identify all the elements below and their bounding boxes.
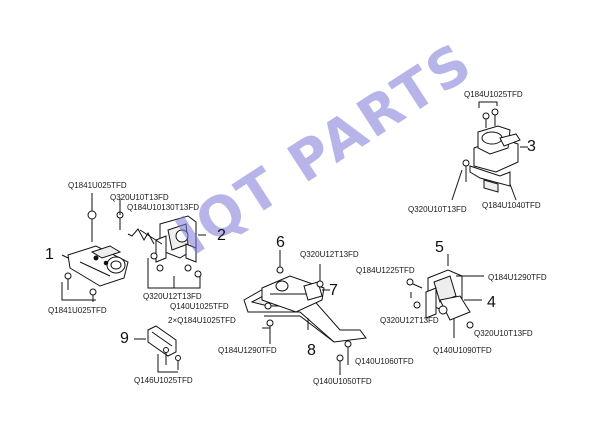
- part-4-5-transmission-mount: [407, 254, 484, 338]
- part-label-p8-a: Q140U1025TFD: [170, 302, 229, 311]
- part-label-p45-a: Q184U1225TFD: [356, 266, 415, 275]
- part-label-p3-right: Q184U1040TFD: [482, 201, 541, 210]
- part-label-p8-c: Q184U1290TFD: [218, 346, 277, 355]
- part-label-p67-a: Q320U12T13FD: [300, 250, 359, 259]
- callout-8: 8: [307, 342, 316, 359]
- part-label-p8-b: 2×Q184U1025TFD: [168, 316, 236, 325]
- callout-6: 6: [276, 234, 285, 251]
- callout-7: 7: [329, 282, 338, 299]
- callout-2: 2: [217, 227, 226, 244]
- part-1-mount-bracket: [62, 193, 128, 302]
- part-label-p1-top: Q1841U025TFD: [68, 181, 127, 190]
- callout-5: 5: [435, 239, 444, 256]
- part-9-small-bracket: [134, 326, 181, 372]
- part-label-p45-c: Q320U12T13FD: [380, 316, 439, 325]
- part-label-p8-e: Q140U1050TFD: [313, 377, 372, 386]
- part-label-p45-b: Q184U1290TFD: [488, 273, 547, 282]
- part-label-p45-d: Q320U10T13FD: [474, 329, 533, 338]
- part-3-right-mount: [452, 102, 528, 200]
- callout-3: 3: [527, 138, 536, 155]
- part-label-p3-left: Q320U10T13FD: [408, 205, 467, 214]
- callout-9: 9: [120, 330, 129, 347]
- part-label-p1-bottom: Q1841U025TFD: [48, 306, 107, 315]
- part-label-p2-a: Q320U10T13FD: [110, 193, 169, 202]
- part-2-upper-bracket: [128, 216, 206, 288]
- part-6-7-8-crossmember: [244, 250, 366, 375]
- callout-4: 4: [487, 294, 496, 311]
- part-label-p8-d: Q140U1060TFD: [355, 357, 414, 366]
- part-label-p3-top: Q184U1025TFD: [464, 90, 523, 99]
- part-label-p2-b: Q184U10130T13FD: [127, 203, 200, 212]
- part-label-p2-c: Q320U12T13FD: [143, 292, 202, 301]
- part-label-p45-e: Q140U1090TFD: [433, 346, 492, 355]
- callout-1: 1: [45, 246, 54, 263]
- part-label-p9-a: Q146U1025TFD: [134, 376, 193, 385]
